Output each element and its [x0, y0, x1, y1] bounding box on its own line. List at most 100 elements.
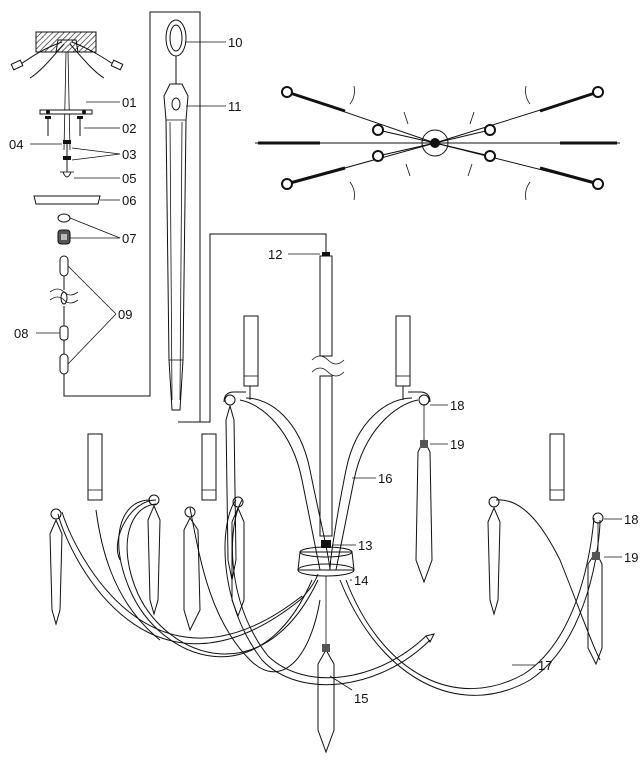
candle-3 — [87, 433, 103, 501]
crystal-2 — [415, 438, 433, 584]
candle-2 — [395, 315, 411, 387]
hanger-detail — [163, 19, 189, 411]
bar-hole-right — [82, 110, 86, 114]
rod-eye — [171, 97, 181, 111]
socket-5 — [372, 124, 384, 136]
crystal-6 — [231, 506, 245, 618]
crystal-pendants — [49, 404, 603, 754]
rotate-arrow-8 — [467, 163, 473, 177]
arm-inner-ul — [377, 129, 436, 144]
wire-connector-left — [10, 59, 24, 71]
top-loop-inner — [169, 24, 183, 52]
nut-upper — [63, 140, 71, 144]
candle-1 — [243, 315, 259, 387]
arm-left-hook — [116, 499, 157, 561]
arm-front-left-b — [61, 511, 303, 639]
callout-18-upper: 18 — [450, 398, 464, 413]
rod-line-2 — [179, 121, 183, 401]
callout-14: 14 — [354, 573, 368, 588]
rod-break-2 — [311, 367, 345, 377]
center-wire-2 — [67, 51, 71, 151]
arm-outer-right-b — [345, 517, 595, 689]
cap-1 — [223, 391, 246, 403]
socket-7 — [372, 150, 384, 162]
socket-1 — [281, 86, 293, 98]
cap-5 — [184, 506, 196, 518]
mounting-detail — [10, 11, 201, 423]
nut-lower — [63, 156, 71, 160]
rotate-arrow-6 — [469, 111, 475, 125]
callout-01: 01 — [122, 95, 136, 110]
chain-break-2 — [49, 296, 79, 304]
candle-sleeves — [87, 315, 565, 501]
rotate-arrow-7 — [405, 163, 411, 177]
arm-16-a — [245, 397, 331, 571]
leader-15 — [329, 675, 353, 691]
screw-head-left — [45, 116, 51, 119]
socket-2 — [592, 86, 604, 98]
chain-break-1 — [49, 288, 79, 296]
rod-break-1 — [311, 355, 345, 365]
socket-6 — [484, 124, 496, 136]
chain-link-3 — [59, 325, 69, 341]
callout-06: 06 — [122, 193, 136, 208]
arm-right-mid — [495, 499, 601, 661]
cap-2 — [408, 391, 431, 403]
chandelier — [49, 233, 604, 754]
cap-2-knob — [418, 394, 430, 406]
band-lr — [539, 166, 596, 185]
callout-12: 12 — [268, 247, 282, 262]
callout-labels: 01 02 04 03 05 06 07 08 09 10 11 12 13 1… — [9, 35, 638, 706]
rotate-arrow-2 — [525, 85, 531, 105]
crystal-15 — [317, 648, 335, 754]
callout-10: 10 — [228, 35, 242, 50]
callout-11: 11 — [228, 99, 242, 114]
arm-inner-ll — [377, 142, 436, 157]
body-hub — [297, 551, 355, 571]
rod-line-1 — [169, 121, 173, 401]
leader-09b — [67, 313, 117, 365]
leader-07a — [69, 217, 121, 239]
canopy-ring — [57, 213, 71, 223]
arm-front-mid-a — [224, 499, 431, 686]
crystal-8-cap — [592, 552, 600, 560]
leader-09a — [67, 265, 117, 315]
callout-04: 04 — [9, 137, 23, 152]
arm-front-left-a — [57, 513, 319, 644]
arm-left-short — [95, 509, 161, 641]
callout-19-upper: 19 — [450, 437, 464, 452]
wire-right-2 — [69, 43, 105, 79]
arm-right-top-b — [335, 399, 419, 571]
crystal-1 — [225, 404, 237, 581]
leader-lines — [30, 41, 622, 691]
band-ur — [539, 91, 596, 113]
canopy — [33, 195, 101, 205]
crystal-4 — [147, 504, 161, 616]
crystal-2-cap — [420, 440, 428, 448]
arm-outer-left-a — [118, 499, 313, 658]
socket-3 — [281, 178, 293, 190]
downrod-upper — [319, 255, 333, 357]
callout-02: 02 — [122, 121, 136, 136]
arm-front-inner — [189, 507, 321, 673]
detail-frame-left — [63, 11, 201, 423]
arm-outer-left-b — [126, 503, 319, 655]
arm-outer-right-a — [339, 519, 601, 696]
center-wire — [63, 51, 67, 151]
wire-connector-right — [110, 59, 124, 71]
rotate-arrow-4 — [525, 181, 531, 201]
cap-8 — [592, 512, 604, 524]
arm-front-mid-b — [232, 499, 427, 679]
loop-hook — [62, 171, 72, 178]
collar-hole — [61, 234, 67, 240]
rotate-arrow-5 — [403, 111, 409, 125]
rod-cap-top — [322, 252, 330, 256]
socket-8 — [484, 150, 496, 162]
crystal-15-cap — [322, 644, 330, 652]
callout-07: 07 — [122, 231, 136, 246]
candle-4 — [201, 433, 217, 501]
chain-link-1 — [59, 255, 69, 277]
band-ll — [289, 166, 346, 185]
chain-link-4 — [59, 353, 69, 375]
